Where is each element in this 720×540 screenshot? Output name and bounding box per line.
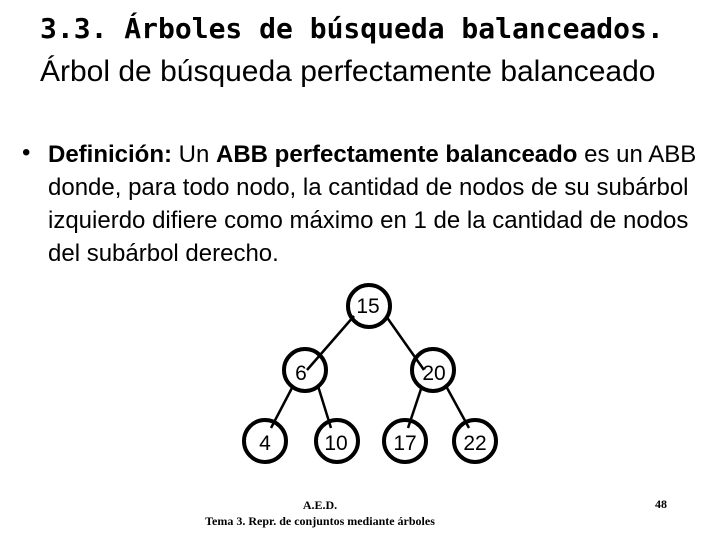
bullet-marker: • — [22, 139, 31, 166]
definition-paragraph: Definición: Un ABB perfectamente balance… — [48, 138, 698, 270]
node-4-label: 4 — [259, 432, 271, 455]
node-22-circle — [452, 418, 498, 464]
node-6-label: 6 — [295, 362, 307, 385]
definition-term: Definición: — [48, 141, 172, 168]
slide-subtitle: Árbol de búsqueda perfectamente balancea… — [40, 55, 656, 88]
edge-15-20 — [384, 315, 426, 371]
slide-title: 3.3. Árboles de búsqueda balanceados. — [40, 12, 664, 45]
node-15-circle — [346, 283, 392, 329]
definition-text: es un ABB donde, para todo nodo, la cant… — [48, 141, 697, 267]
page-number: 48 — [655, 497, 667, 511]
definition-highlight: ABB perfectamente balanceado — [216, 141, 578, 168]
node-17-circle — [382, 418, 428, 464]
node-4-circle — [242, 418, 288, 464]
node-6-circle — [282, 347, 328, 393]
node-20-label: 20 — [422, 362, 445, 385]
node-22-label: 22 — [463, 432, 486, 455]
definition-connector: Un — [172, 141, 217, 168]
node-17-label: 17 — [393, 432, 416, 455]
edge-15-6 — [306, 315, 355, 371]
node-15-label: 15 — [356, 295, 379, 318]
footer-info: A.E.D. Tema 3. Repr. de conjuntos median… — [150, 497, 490, 529]
node-20-circle — [410, 347, 456, 393]
footer-topic: Tema 3. Repr. de conjuntos mediante árbo… — [205, 514, 435, 528]
node-10-label: 10 — [324, 432, 347, 455]
node-10-circle — [314, 418, 360, 464]
footer-course: A.E.D. — [302, 498, 338, 512]
